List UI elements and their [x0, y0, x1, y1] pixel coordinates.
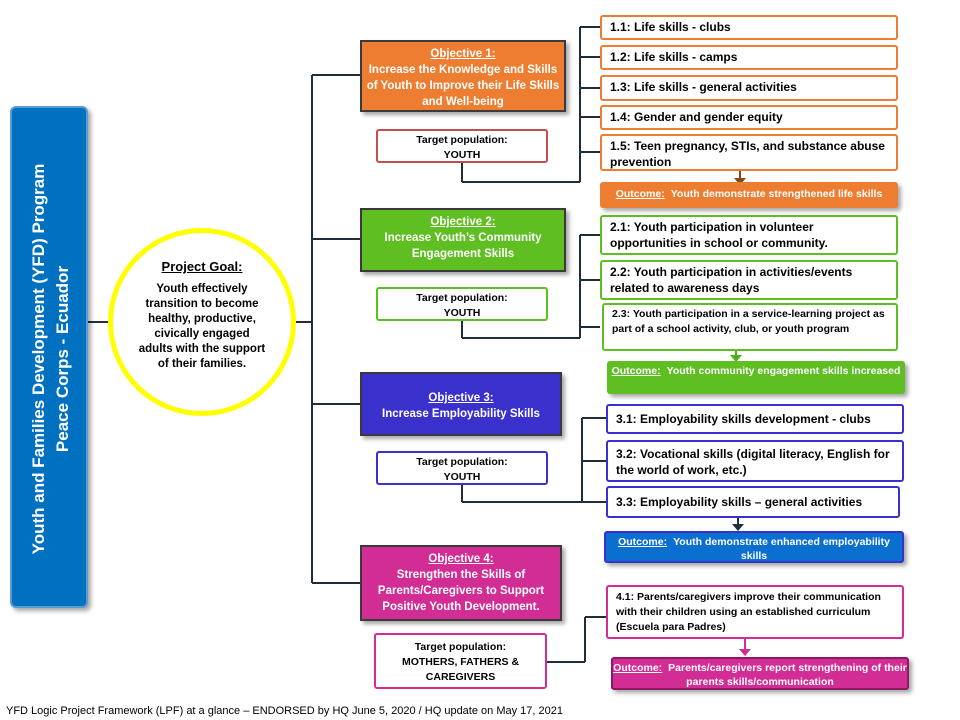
outcome-3: Outcome: Youth demonstrate enhanced emplo…	[604, 531, 904, 563]
activity-2-2: 2.2: Youth participation in activities/e…	[600, 260, 898, 300]
outcome-4: Outcome: Parents/caregivers report streng…	[611, 657, 909, 690]
objective-3-target: Target population: YOUTH	[376, 451, 548, 485]
outcome-text: Youth demonstrate enhanced employability…	[673, 536, 890, 562]
target-value: YOUTH	[443, 471, 481, 483]
objective-4-target: Target population: MOTHERS, FATHERS & CA…	[374, 633, 547, 689]
outcome-label: Outcome:	[615, 188, 665, 200]
target-value: YOUTH	[443, 149, 481, 161]
target-label: Target population:	[416, 292, 508, 304]
activity-1-5: 1.5: Teen pregnancy, STIs, and substance…	[600, 134, 898, 171]
target-label: Target population:	[416, 134, 508, 146]
footer-note: YFD Logic Project Framework (LPF) at a g…	[6, 705, 563, 717]
program-title-line2: Peace Corps - Ecuador	[53, 265, 72, 453]
activity-1-1: 1.1: Life skills - clubs	[600, 15, 898, 40]
program-title: Youth and Families Development (YFD) Pro…	[27, 109, 75, 609]
activity-1-2: 1.2: Life skills - camps	[600, 45, 898, 70]
outcome-text: Parents/caregivers report strengthening …	[668, 662, 907, 688]
objective-3-text: Increase Employability Skills	[382, 408, 540, 420]
outcome-label: Outcome:	[611, 365, 661, 377]
target-value: YOUTH	[443, 307, 481, 319]
objective-3-box: Objective 3: Increase Employability Skil…	[360, 372, 562, 436]
objective-4-box: Objective 4: Strengthen the Skills of Pa…	[360, 545, 562, 621]
target-label: Target population:	[414, 641, 507, 653]
activity-3-2: 3.2: Vocational skills (digital literacy…	[606, 440, 904, 482]
objective-2-text: Increase Youth’s Community Engagement Sk…	[384, 232, 542, 260]
activity-3-3: 3.3: Employability skills – general acti…	[606, 486, 900, 518]
program-title-banner: Youth and Families Development (YFD) Pro…	[10, 106, 88, 608]
activity-1-4: 1.4: Gender and gender equity	[600, 105, 898, 130]
activity-1-3: 1.3: Life skills - general activities	[600, 75, 898, 101]
goal-title: Project Goal:	[161, 259, 243, 274]
objective-1-target: Target population: YOUTH	[376, 129, 548, 163]
outcome-label: Outcome:	[613, 662, 663, 674]
objective-2-title: Objective 2:	[430, 216, 496, 228]
outcome-label: Outcome:	[618, 536, 668, 548]
activity-3-1: 3.1: Employability skills development - …	[606, 404, 904, 434]
outcome-2: Outcome: Youth community engagement skill…	[607, 361, 905, 394]
target-value: MOTHERS, FATHERS & CAREGIVERS	[401, 656, 520, 683]
project-goal-circle: Project Goal: Youth effectively transiti…	[108, 228, 296, 416]
objective-4-title: Objective 4:	[428, 553, 494, 565]
outcome-text: Youth community engagement skills increa…	[666, 365, 901, 377]
outcome-1: Outcome: Youth demonstrate strengthened l…	[600, 182, 898, 208]
activity-2-3: 2.3: Youth participation in a service-le…	[602, 303, 898, 351]
objective-2-box: Objective 2: Increase Youth’s Community …	[360, 208, 566, 272]
objective-1-text: Increase the Knowledge and Skills of You…	[366, 64, 560, 108]
objective-4-text: Strengthen the Skills of Parents/Caregiv…	[377, 569, 545, 613]
objective-3-title: Objective 3:	[428, 392, 494, 404]
objective-2-target: Target population: YOUTH	[376, 287, 548, 321]
outcome-text: Youth demonstrate strengthened life skil…	[670, 188, 883, 200]
activity-4-1: 4.1: Parents/caregivers improve their co…	[606, 585, 904, 639]
goal-text: Youth effectively transition to become h…	[138, 283, 266, 370]
program-title-line1: Youth and Families Development (YFD) Pro…	[29, 163, 48, 555]
objective-1-title: Objective 1:	[430, 48, 496, 60]
objective-1-box: Objective 1: Increase the Knowledge and …	[360, 40, 566, 112]
activity-2-1: 2.1: Youth participation in volunteer op…	[600, 215, 898, 255]
target-label: Target population:	[416, 456, 508, 468]
